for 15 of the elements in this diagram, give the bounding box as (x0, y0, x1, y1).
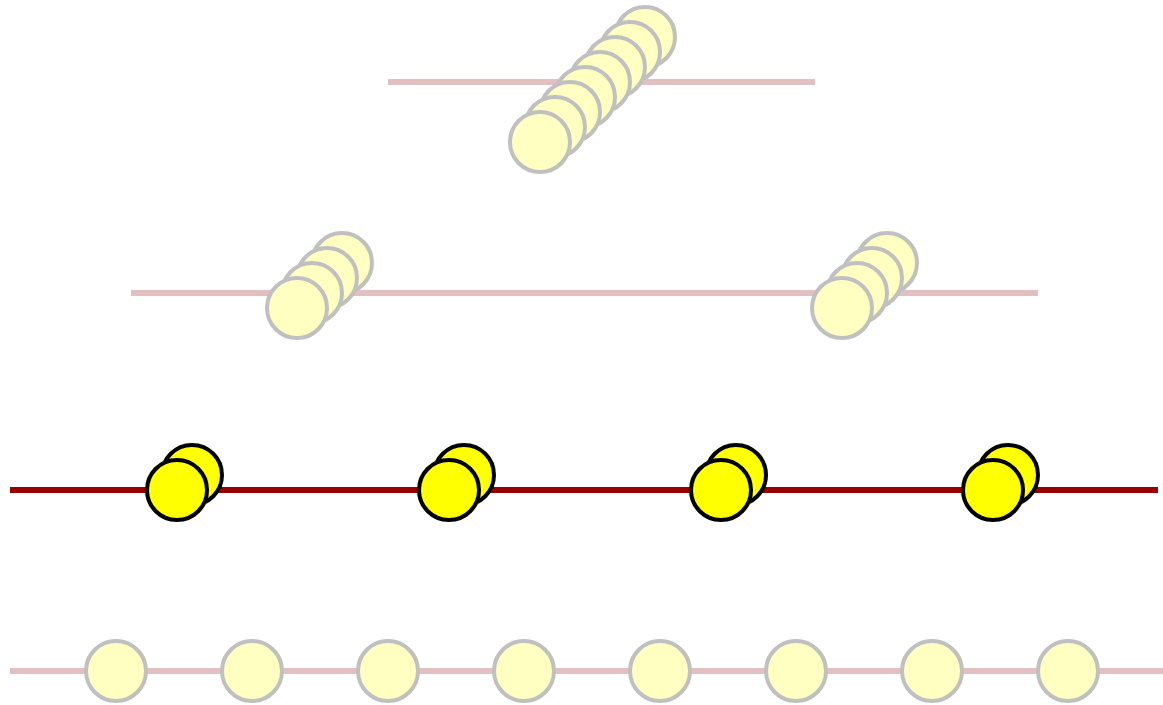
circle-node (356, 639, 420, 703)
circle-node (265, 276, 329, 340)
circle-node (145, 458, 209, 522)
circle-node (1036, 639, 1100, 703)
circle-node (961, 458, 1025, 522)
circle-node (628, 639, 692, 703)
circle-node (810, 276, 874, 340)
circle-node (764, 639, 828, 703)
circle-node (508, 110, 572, 174)
circle-node (492, 639, 556, 703)
circle-node (417, 458, 481, 522)
circle-node (900, 639, 964, 703)
circle-node (689, 458, 753, 522)
circle-node (84, 639, 148, 703)
circle-node (220, 639, 284, 703)
